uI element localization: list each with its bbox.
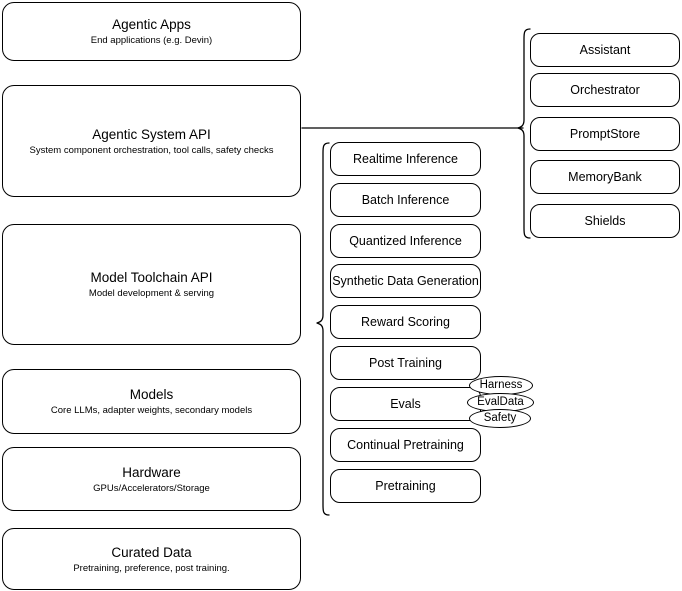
toolchain-box-quantized-inference[interactable]: Quantized Inference	[330, 224, 481, 258]
system-box-memorybank[interactable]: MemoryBank	[530, 160, 680, 194]
toolchain-box-evals[interactable]: Evals	[330, 387, 481, 421]
layer-subtitle: Pretraining, preference, post training.	[73, 562, 230, 574]
system-label: MemoryBank	[568, 169, 642, 184]
system-box-promptstore[interactable]: PromptStore	[530, 117, 680, 151]
toolchain-box-batch-inference[interactable]: Batch Inference	[330, 183, 481, 217]
layer-subtitle: GPUs/Accelerators/Storage	[93, 482, 210, 494]
toolchain-box-realtime-inference[interactable]: Realtime Inference	[330, 142, 481, 176]
layer-box-model-toolchain-api[interactable]: Model Toolchain API Model development & …	[2, 224, 301, 345]
layer-box-curated-data[interactable]: Curated Data Pretraining, preference, po…	[2, 528, 301, 590]
system-box-shields[interactable]: Shields	[530, 204, 680, 238]
toolchain-label: Reward Scoring	[361, 314, 450, 329]
layer-box-agentic-apps[interactable]: Agentic Apps End applications (e.g. Devi…	[2, 2, 301, 61]
toolchain-label: Post Training	[369, 355, 442, 370]
layer-subtitle: End applications (e.g. Devin)	[90, 35, 213, 46]
toolchain-box-continual-pretraining[interactable]: Continual Pretraining	[330, 428, 481, 462]
toolchain-label: Synthetic Data Generation	[332, 273, 479, 288]
layer-title: Curated Data	[111, 544, 192, 560]
layer-title: Model Toolchain API	[90, 270, 213, 285]
toolchain-box-post-training[interactable]: Post Training	[330, 346, 481, 380]
system-label: Orchestrator	[570, 82, 640, 97]
layer-title: Hardware	[122, 464, 181, 480]
system-box-assistant[interactable]: Assistant	[530, 33, 680, 67]
toolchain-label: Continual Pretraining	[347, 437, 464, 452]
toolchain-box-synthetic-data-generation[interactable]: Synthetic Data Generation	[330, 264, 481, 298]
layer-box-models[interactable]: Models Core LLMs, adapter weights, secon…	[2, 369, 301, 434]
layer-title: Agentic System API	[92, 126, 211, 142]
system-label: Shields	[584, 213, 626, 228]
system-box-orchestrator[interactable]: Orchestrator	[530, 73, 680, 107]
system-label: PromptStore	[569, 126, 641, 141]
layer-box-hardware[interactable]: Hardware GPUs/Accelerators/Storage	[2, 447, 301, 511]
eval-badge-safety[interactable]: Safety	[469, 409, 531, 428]
layer-subtitle: Model development & serving	[88, 288, 215, 299]
toolchain-label: Quantized Inference	[349, 233, 462, 248]
system-label: Assistant	[579, 42, 631, 57]
toolchain-label: Realtime Inference	[353, 151, 458, 166]
toolchain-label: Pretraining	[375, 478, 436, 493]
toolchain-box-pretraining[interactable]: Pretraining	[330, 469, 481, 503]
toolchain-label: Batch Inference	[361, 192, 450, 207]
right-bracket	[517, 28, 531, 239]
layer-subtitle: System component orchestration, tool cal…	[29, 144, 274, 156]
layer-title: Agentic Apps	[112, 17, 191, 32]
layer-box-agentic-system-api[interactable]: Agentic System API System component orch…	[2, 85, 301, 197]
middle-bracket	[316, 142, 330, 516]
layer-subtitle: Core LLMs, adapter weights, secondary mo…	[50, 405, 253, 416]
toolchain-box-reward-scoring[interactable]: Reward Scoring	[330, 305, 481, 339]
layer-title: Models	[129, 387, 174, 402]
toolchain-label: Evals	[390, 396, 421, 411]
